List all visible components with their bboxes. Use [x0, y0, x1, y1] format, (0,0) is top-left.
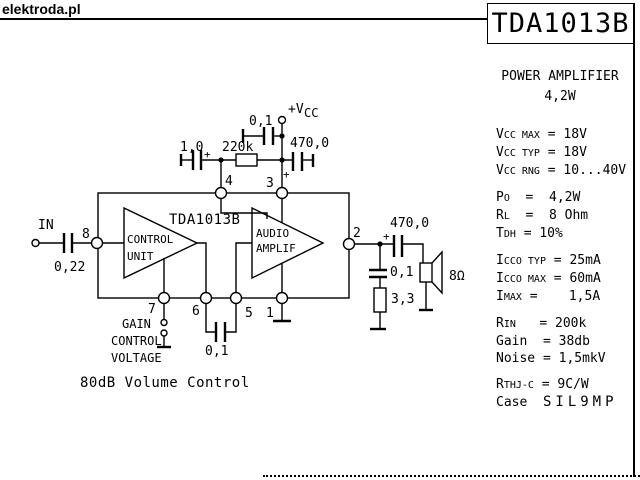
spec-list: VCC MAX = 18V VCC TYP = 18V VCC RNG = 10..… [496, 126, 626, 420]
pin-2 [342, 237, 356, 251]
site-logo: elektroda.pl [2, 1, 81, 17]
speaker-impedance: 8Ω [449, 269, 465, 284]
audio-amp-label-2: AMPLIF [256, 242, 296, 255]
input-network: IN 0,22 [31, 218, 91, 275]
vcc-label-sub: CC [304, 106, 318, 120]
supply-network: +V CC 0,1 470,0 + [241, 102, 329, 187]
gain-control-network: GAIN CONTROL VOLTAGE [111, 304, 171, 365]
zobel-resistor-value: 3,3 [391, 292, 414, 307]
zobel-cap-value: 0,1 [390, 265, 413, 280]
spec-line: VCC TYP = 18V [496, 145, 587, 160]
audio-amp-label-1: AUDIO [256, 227, 289, 240]
resistor-3-3 [373, 287, 387, 313]
bootstrap-cap-value: 1,0 [180, 140, 203, 155]
resistor-220k [235, 153, 258, 167]
spec-line: RL = 8 Ohm [496, 208, 589, 223]
bootstrap-cap-plus: + [204, 148, 211, 161]
vcc-terminal [277, 115, 287, 125]
pin-5 [229, 291, 243, 305]
spec-line: RTHJ-C = 9C/W [496, 377, 589, 392]
pin-4 [214, 186, 228, 200]
caption: 80dB Volume Control [80, 375, 250, 391]
pin-label-5: 5 [245, 306, 253, 321]
ic-pins [90, 186, 356, 305]
spec-line: VCC RNG = 10...40V [496, 163, 627, 178]
bottom-dotted-rule [263, 475, 640, 477]
pin1-ground [273, 304, 291, 323]
input-cap-value: 0,22 [54, 260, 85, 275]
spec-line: Case SIL9MP [496, 394, 618, 410]
control-unit-label-2: UNIT [127, 250, 154, 263]
spec-line: TDH = 10% [496, 226, 563, 241]
panel-border [633, 3, 635, 477]
pin-1 [275, 291, 289, 305]
spec-line: Noise = 1,5mkV [496, 351, 606, 366]
speaker-box [419, 262, 433, 283]
pin-labels: 8 4 3 2 7 6 5 1 [82, 174, 361, 321]
gain-label-2: CONTROL [111, 334, 162, 348]
spec-line: PO = 4,2W [496, 190, 581, 205]
resistor-220k-value: 220k [222, 140, 253, 155]
gain-terminal-top [160, 318, 168, 327]
ic-internal-wires [103, 199, 283, 292]
zobel-network: 0,1 3,3 [369, 246, 414, 331]
panel-power: 4,2W [544, 89, 576, 104]
pin-label-2: 2 [353, 226, 361, 241]
pin-label-4: 4 [225, 174, 233, 189]
bridge-cap-network: 0,1 [205, 304, 237, 359]
gain-label-3: VOLTAGE [111, 351, 162, 365]
supply-cap-plus: + [283, 168, 290, 181]
spec-line: Gain = 38db [496, 334, 590, 349]
spec-group: RTHJ-C = 9C/W Case SIL9MP [496, 376, 626, 411]
header-rule [0, 18, 487, 20]
pin-6 [199, 291, 213, 305]
pin-8 [90, 236, 104, 250]
ic-title: TDA1013B [169, 212, 240, 228]
spec-line: ICCO MAX = 60mA [496, 271, 601, 286]
pin-label-6: 6 [192, 304, 200, 319]
control-unit-label-1: CONTROL [127, 233, 174, 246]
output-cap-plus: + [383, 230, 390, 243]
spec-line: IMAX = 1,5A [496, 289, 601, 304]
pin-label-7: 7 [148, 302, 156, 317]
decouple-cap-value: 0,1 [249, 114, 272, 129]
part-title-box: TDA1013B [487, 3, 634, 44]
spec-group: VCC MAX = 18V VCC TYP = 18V VCC RNG = 10..… [496, 126, 626, 180]
input-terminal [31, 238, 40, 248]
ic-block: TDA1013B CONTROL UNIT AUDIO AMPLIF [97, 192, 350, 299]
output-cap-value: 470,0 [390, 216, 429, 231]
bootstrap-network: 1,0 + 220k [179, 140, 292, 187]
spec-group: ICCO TYP = 25mA ICCO MAX = 60mA IMAX = 1,5… [496, 252, 626, 306]
part-title: TDA1013B [491, 8, 630, 39]
gain-terminal-bottom [160, 329, 168, 337]
input-label: IN [38, 218, 54, 233]
speaker-horn [431, 250, 443, 295]
vcc-label: +V [288, 102, 304, 117]
spec-line: RIN = 200k [496, 316, 587, 331]
gain-label-1: GAIN [122, 317, 151, 331]
pin-7 [157, 291, 171, 305]
panel-subtitle: POWER AMPLIFIER [501, 69, 619, 84]
output-network: 470,0 + 8Ω [355, 216, 465, 312]
pin-label-3: 3 [266, 176, 274, 191]
supply-cap-value: 470,0 [290, 136, 329, 151]
pin-3 [275, 186, 289, 200]
pin-label-1: 1 [266, 306, 274, 321]
spec-line: ICCO TYP = 25mA [496, 253, 601, 268]
spec-line: VCC MAX = 18V [496, 127, 587, 142]
bridge-cap-value: 0,1 [205, 344, 228, 359]
pin-label-8: 8 [82, 227, 90, 242]
